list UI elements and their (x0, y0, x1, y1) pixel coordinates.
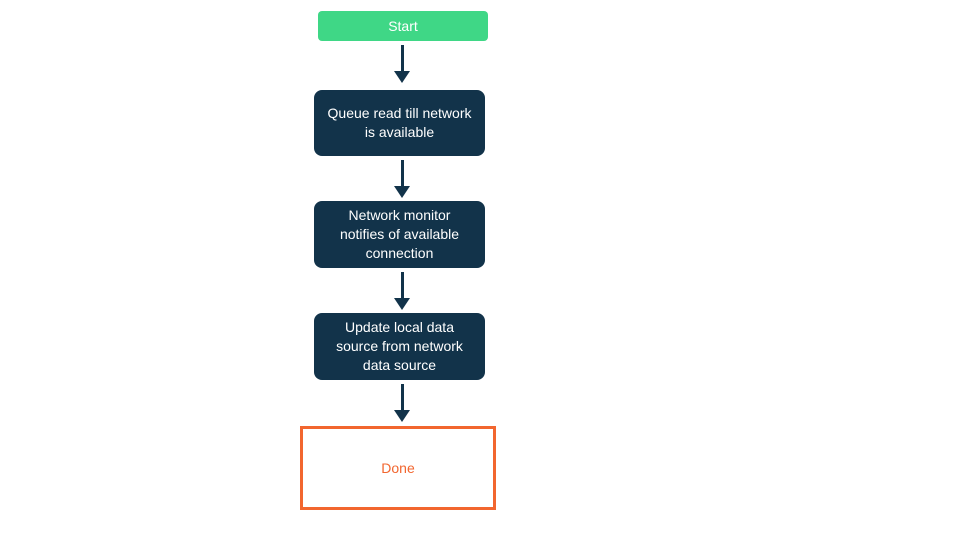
arrow-down-icon (394, 298, 410, 310)
arrow-shaft (400, 45, 404, 71)
flow-arrow-update-to-done (394, 384, 410, 422)
flow-arrow-queue-to-monitor (394, 160, 410, 198)
flow-node-network-monitor: Network monitor notifies of available co… (314, 201, 485, 268)
arrow-shaft (400, 160, 404, 186)
flow-node-update-local-data: Update local data source from network da… (314, 313, 485, 380)
flow-node-start: Start (318, 11, 488, 41)
flow-node-queue-read: Queue read till network is available (314, 90, 485, 156)
flow-node-done: Done (300, 426, 496, 510)
arrow-down-icon (394, 186, 410, 198)
arrow-shaft (400, 384, 404, 410)
flow-arrow-start-to-queue (394, 45, 410, 83)
flow-arrow-monitor-to-update (394, 272, 410, 310)
arrow-shaft (400, 272, 404, 298)
arrow-down-icon (394, 71, 410, 83)
arrow-down-icon (394, 410, 410, 422)
